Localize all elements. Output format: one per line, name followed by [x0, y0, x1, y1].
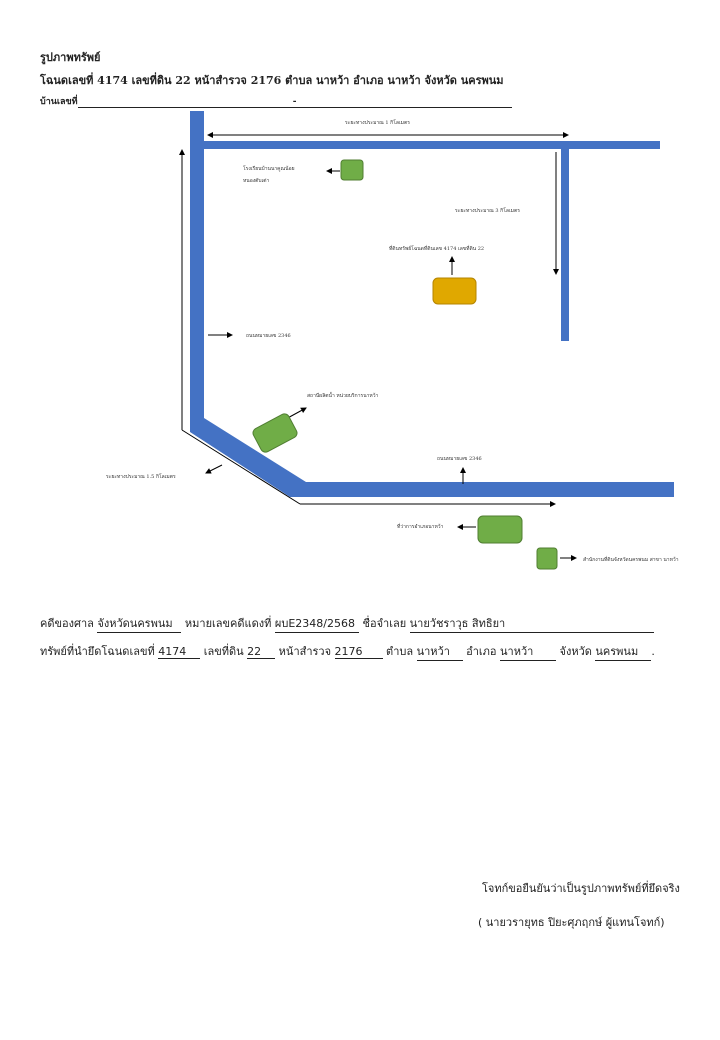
school-label-2: หนองตับเต่า — [243, 178, 270, 184]
court-value: จังหวัดนครพนม — [97, 614, 182, 633]
defendant-label: ชื่อจำเลย — [362, 617, 407, 630]
case-number-value: ผบE2348/2568 — [274, 614, 359, 633]
roads — [190, 111, 674, 497]
arrows — [179, 132, 577, 561]
arrow-distance-left-bottom — [205, 464, 223, 474]
seized-deed-value: 4174 — [158, 645, 201, 659]
seized-amphoe-value: นาหว้า — [500, 642, 556, 661]
seized-land-label: เลขที่ดิน — [203, 645, 244, 658]
case-number-label: หมายเลขคดีแดงที่ — [184, 617, 272, 630]
seized-survey-value: 2176 — [334, 645, 383, 659]
road-bottom-horizontal — [300, 482, 674, 497]
seized-survey-label: หน้าสำรวจ — [278, 645, 332, 658]
plaintiff-representative: ( นายวรายุทธ ปิยะศุภฤกษ์ ผู้แทนโจทก์) — [478, 916, 665, 929]
seized-province-label: จังหวัด — [559, 645, 592, 658]
road-right-vertical — [561, 141, 569, 341]
road-top-horizontal — [190, 141, 660, 149]
seized-deed-label: ทรัพย์ที่นำยึดโฉนดเลขที่ — [40, 645, 155, 658]
property-marker — [432, 277, 477, 305]
road-diagonal — [190, 418, 306, 497]
seized-tambon-label: ตำบล — [386, 645, 414, 658]
seized-province-value: นครพนม — [595, 642, 652, 661]
deed-line: โฉนดเลขที่ 4174 เลขที่ดิน 22 หน้าสำรวจ 2… — [40, 74, 504, 87]
page-title: รูปภาพทรัพย์ — [40, 51, 101, 64]
land-office-marker — [536, 547, 558, 570]
school-marker — [340, 159, 364, 181]
distance-top-label: ระยะทางประมาณ 1 กิโลเมตร — [345, 120, 410, 126]
road-left-vertical — [190, 111, 204, 431]
defendant-value: นายวัชราวุธ สิทธิยา — [409, 614, 654, 633]
school-label-1: โรงเรียนบ้านนาคูณน้อย — [243, 166, 295, 172]
water-plant-label: สถานีผลิตน้ำ หน่วยบริการนาหว้า — [307, 393, 379, 399]
road-left-label: ถนนหมายเลข 2346 — [246, 333, 291, 339]
property-label: ที่ดินทรัพย์โฉนดที่ดินเลข 4174 เลขที่ดิน… — [389, 246, 485, 252]
seized-land-value: 22 — [247, 645, 276, 659]
court-label: คดีของศาล — [40, 617, 94, 630]
distance-right-label: ระยะทางประมาณ 3 กิโลเมตร — [455, 208, 520, 214]
road-bottom-label: ถนนหมายเลข 2346 — [437, 456, 482, 462]
district-office-marker — [477, 515, 523, 544]
arrow-diagonal-distance — [181, 429, 301, 505]
district-office-label: ที่ว่าการอำเภอนาหว้า — [397, 524, 444, 530]
water-plant-marker — [252, 413, 298, 453]
confirmation-text: โจทก์ขอยืนยันว่าเป็นรูปภาพทรัพย์ที่ยึดจร… — [482, 882, 680, 895]
distance-left-bottom-label: ระยะทางประมาณ 1.5 กิโลเมตร — [106, 474, 176, 480]
house-number-label: บ้านเลขที่ — [40, 97, 78, 107]
house-number-row: บ้านเลขที่- — [40, 94, 512, 108]
seized-line: ทรัพย์ที่นำยึดโฉนดเลขที่ 4174 เลขที่ดิน … — [40, 642, 655, 661]
land-office-label: สำนักงานที่ดินจังหวัดนครพนม สาขา นาหว้า — [583, 557, 679, 563]
seized-end-mark: . — [651, 645, 655, 658]
seized-tambon-value: นาหว้า — [416, 642, 463, 661]
property-map — [179, 111, 674, 570]
house-number-value: - — [77, 97, 512, 108]
case-line: คดีของศาล จังหวัดนครพนม หมายเลขคดีแดงที่… — [40, 614, 654, 633]
seized-amphoe-label: อำเภอ — [466, 645, 497, 658]
